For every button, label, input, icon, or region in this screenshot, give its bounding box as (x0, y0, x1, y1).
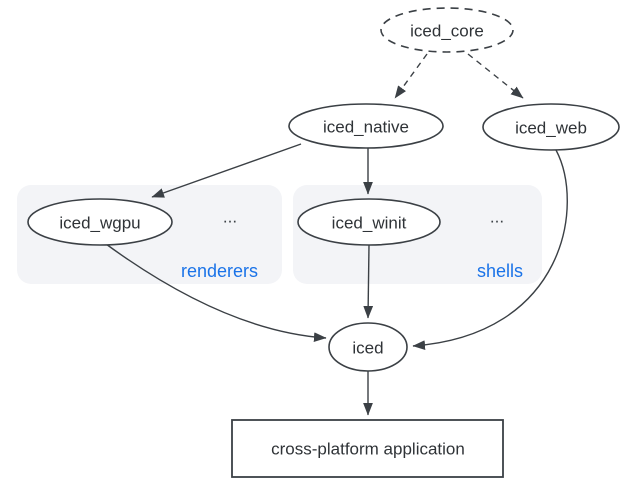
node-iced-web (482, 103, 620, 151)
node-application (231, 419, 504, 478)
renderers-ellipsis: ... (223, 208, 237, 227)
edge-core-to-web (467, 53, 524, 99)
node-iced-winit-label: iced_winit (332, 214, 407, 233)
edge-core-to-native (394, 53, 428, 99)
edge-winit-to-iced (363, 244, 374, 319)
node-iced-wgpu (27, 198, 173, 246)
node-iced-native (288, 103, 444, 149)
node-iced-native-label: iced_native (323, 118, 409, 137)
node-iced-wgpu-label: iced_wgpu (59, 214, 140, 233)
node-iced-core-label: iced_core (410, 22, 484, 41)
node-iced-label: iced (352, 339, 383, 358)
edge-wgpu-to-iced (105, 243, 327, 343)
shells-ellipsis: ... (490, 208, 504, 227)
node-application-label: cross-platform application (271, 440, 465, 459)
node-iced (328, 322, 408, 372)
group-shells-label: shells (477, 261, 523, 281)
node-iced-winit (297, 198, 441, 246)
node-iced-web-label: iced_web (515, 119, 587, 138)
group-renderers-label: renderers (181, 261, 258, 281)
edge-web-to-iced (412, 149, 568, 351)
edge-native-to-wgpu (151, 143, 302, 198)
node-iced-core (380, 7, 514, 53)
